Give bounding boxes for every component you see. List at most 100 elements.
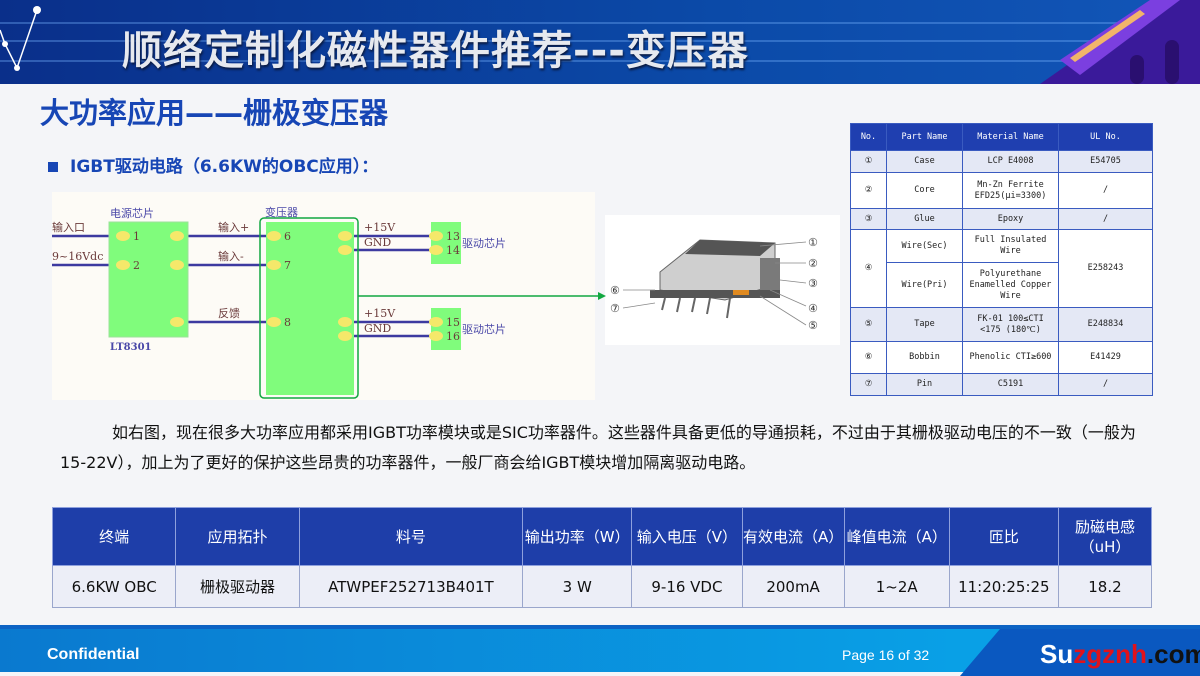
table-cell: Wire(Sec)	[886, 229, 963, 263]
driver-chip-1	[431, 222, 461, 264]
pin-label: 2	[133, 259, 140, 272]
table-cell: Full Insulated Wire	[962, 229, 1059, 263]
section-heading: 大功率应用——栅极变压器	[40, 96, 389, 130]
label-power-chip-part: LT8301	[110, 342, 152, 353]
table-cell: E41429	[1058, 341, 1153, 374]
table-cell: Core	[886, 172, 963, 209]
bullet-text: IGBT驱动电路（6.6KW的OBC应用）：	[70, 157, 379, 177]
col-header: 应用拓扑	[175, 507, 300, 566]
table-cell: E54705	[1058, 150, 1153, 173]
table-cell: 6.6KW OBC	[51, 565, 177, 608]
col-header: 有效电流（A）	[741, 507, 845, 566]
table-header-row: 终端应用拓扑料号输出功率（W）输入电压（V）有效电流（A）峰值电流（A）匝比励磁…	[51, 507, 1153, 566]
label-v1: +15V	[364, 221, 396, 234]
pin-label: 15	[446, 316, 460, 329]
table-cell: FK-01 100≤CTI <175 (180℃)	[962, 307, 1059, 342]
label-net-in-plus: 输入+	[218, 220, 249, 234]
table-cell: Tape	[886, 307, 963, 342]
slide-title: 顺络定制化磁性器件推荐---变压器	[122, 28, 749, 74]
table-cell: Phenolic CTI≥600	[962, 341, 1059, 374]
callout-3: ③	[808, 277, 818, 290]
table-cell: 9-16 VDC	[631, 565, 743, 608]
label-power-chip: 电源芯片	[110, 206, 154, 220]
col-header: 输出功率（W）	[522, 507, 633, 566]
table-cell: 3 W	[522, 565, 633, 608]
col-header: 料号	[298, 507, 524, 566]
pin-label: 8	[284, 316, 291, 329]
table-cell: /	[1058, 172, 1153, 209]
label-v2: +15V	[364, 307, 396, 320]
label-driver-2: 驱动芯片	[462, 322, 506, 336]
driver-chip-2	[431, 308, 461, 350]
table-cell: LCP E4008	[962, 150, 1059, 173]
col-header: UL No.	[1058, 123, 1153, 151]
callout-2: ②	[808, 257, 818, 270]
wires	[52, 234, 434, 338]
col-header: 匝比	[948, 507, 1059, 566]
table-cell: E258243	[1058, 229, 1153, 308]
table-cell: Bobbin	[886, 341, 963, 374]
table-cell: ④	[850, 229, 887, 308]
table-cell: /	[1058, 373, 1153, 396]
callout-7: ⑦	[610, 302, 620, 315]
table-cell: .com	[1146, 639, 1200, 669]
page-number: Page 16 of 32	[842, 647, 930, 663]
table-row: Wire(Pri)Polyurethane Enamelled Copper W…	[851, 262, 1153, 308]
transformer-3d-icon	[622, 239, 807, 326]
header-banner: 顺络定制化磁性器件推荐---变压器	[0, 0, 1200, 84]
col-header: 励磁电感（uH）	[1057, 507, 1153, 566]
bullet-square-icon	[48, 162, 58, 172]
callout-6: ⑥	[610, 284, 620, 297]
transformer-outline	[259, 217, 359, 399]
table-cell: E248834	[1058, 307, 1153, 342]
pin-label: 1	[133, 230, 140, 243]
label-gnd2: GND	[364, 322, 391, 335]
callout-5: ⑤	[808, 319, 818, 332]
table-cell: 200mA	[741, 565, 845, 608]
table-cell: Mn-Zn Ferrite EFD25(μi=3300)	[962, 172, 1059, 209]
table-cell: 1~2A	[843, 565, 950, 608]
product-table: 终端应用拓扑料号输出功率（W）输入电压（V）有效电流（A）峰值电流（A）匝比励磁…	[51, 507, 1153, 608]
pin-label: 13	[446, 230, 460, 243]
pin-label: 6	[284, 230, 291, 243]
table-cell: C5191	[962, 373, 1059, 396]
table-cell: 11:20:25:25	[948, 565, 1059, 608]
callout-4: ④	[808, 302, 818, 315]
label-driver-1: 驱动芯片	[462, 236, 506, 250]
col-header: Material Name	[962, 123, 1059, 151]
footer: Confidential Page 16 of 32 Suzgznh.com	[0, 625, 1200, 676]
table-cell: Glue	[886, 208, 963, 230]
label-input-range: 9~16Vdc	[52, 250, 103, 263]
company-logo: Suzgznh.com	[1040, 639, 1200, 670]
table-cell: 栅极驱动器	[175, 565, 300, 608]
label-input-port: 输入口	[52, 220, 85, 234]
pin-label: 14	[446, 244, 460, 257]
table-cell: ①	[850, 150, 887, 173]
label-net-feedback: 反馈	[218, 307, 240, 320]
description-paragraph: 如右图，现在很多大功率应用都采用IGBT功率模块或是SIC功率器件。这些器件具备…	[60, 423, 1136, 472]
chart-line-icon	[0, 6, 41, 71]
bullet-heading: IGBT驱动电路（6.6KW的OBC应用）：	[48, 152, 378, 177]
table-cell: ⑤	[850, 307, 887, 342]
table-cell: ⑥	[850, 341, 887, 374]
arrow-head-icon	[598, 292, 606, 300]
label-transformer: 变压器	[265, 205, 298, 219]
col-header: Part Name	[886, 123, 963, 151]
table-cell: Polyurethane Enamelled Copper Wire	[962, 262, 1059, 308]
pin-pads	[116, 231, 443, 341]
table-cell: Case	[886, 150, 963, 173]
table-cell: Epoxy	[962, 208, 1059, 230]
col-header: No.	[850, 123, 887, 151]
label-net-in-minus: 输入-	[218, 249, 244, 263]
table-cell: /	[1058, 208, 1153, 230]
